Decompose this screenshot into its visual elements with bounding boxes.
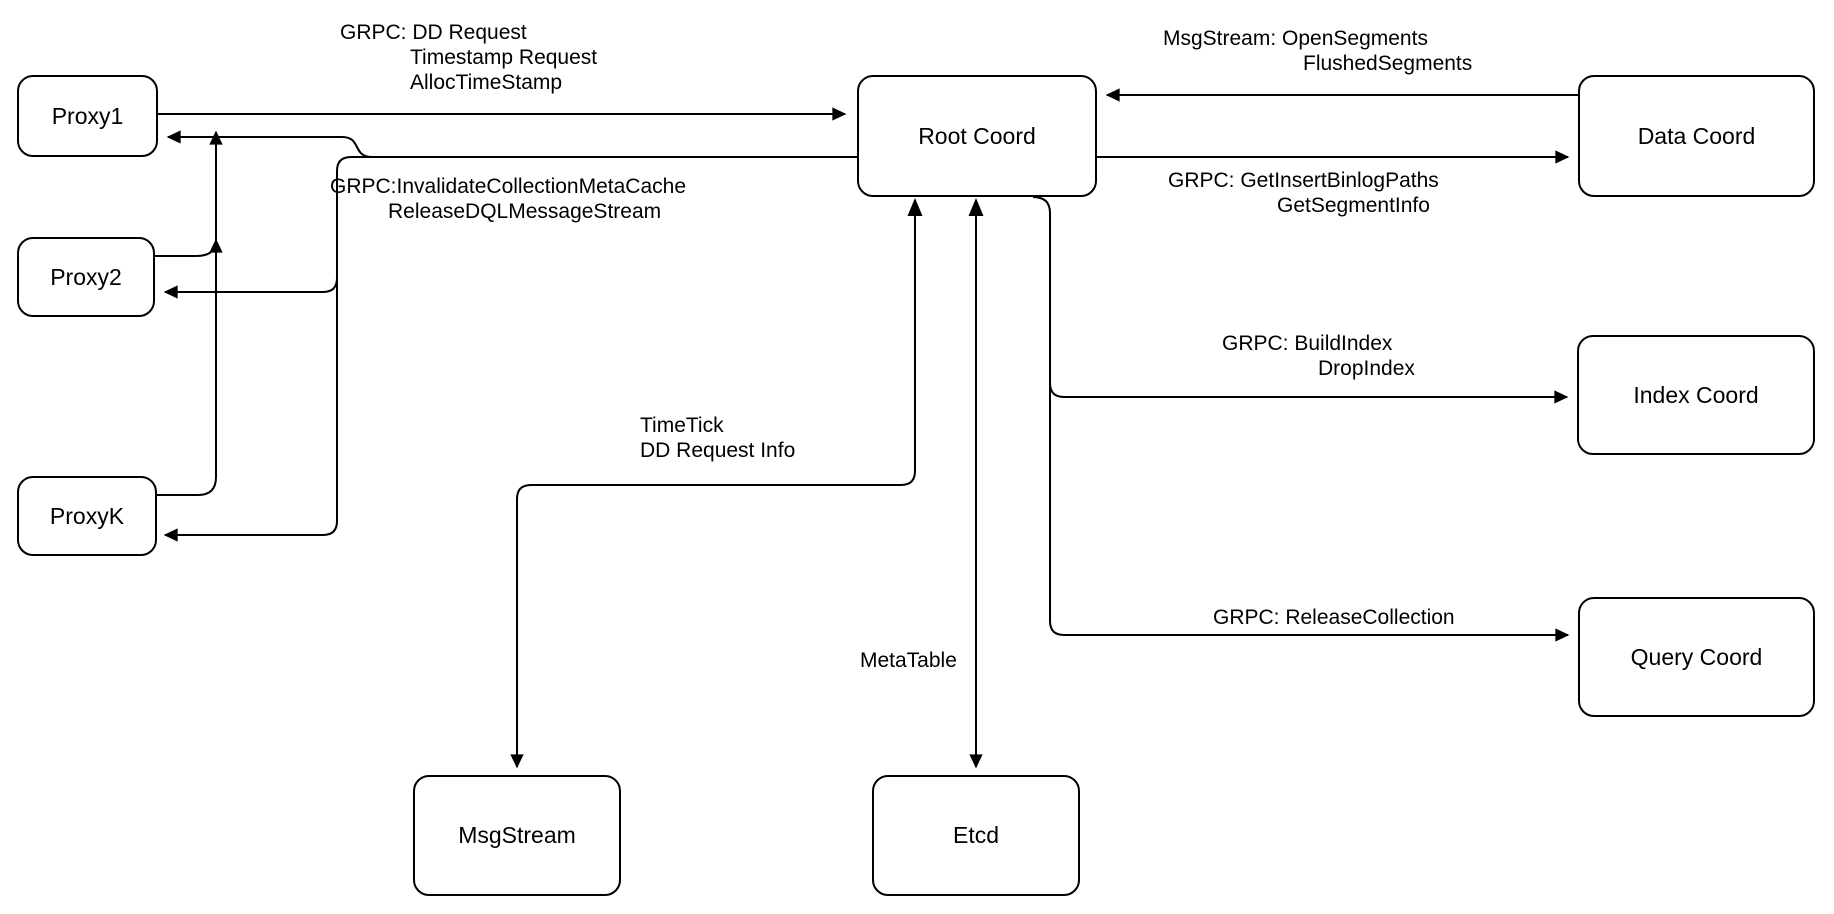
label-line: GRPC: DD Request	[340, 21, 527, 44]
node-query-coord: Query Coord	[1578, 597, 1815, 717]
label-line: MetaTable	[860, 649, 957, 672]
node-msgstream-label: MsgStream	[458, 822, 576, 848]
node-etcd-label: Etcd	[952, 822, 1000, 848]
label-line: ReleaseDQLMessageStream	[388, 200, 662, 223]
edge-rootcoord-to-proxyk	[163, 250, 338, 542]
label-rootcoord-to-querycoord: GRPC: ReleaseCollection	[1213, 605, 1455, 630]
label-rootcoord-to-indexcoord: GRPC: BuildIndex DropIndex	[1222, 331, 1415, 381]
node-query-coord-label: Query Coord	[1630, 643, 1763, 670]
label-line: TimeTick	[640, 414, 724, 437]
node-proxy1-label: Proxy1	[51, 102, 124, 129]
node-root-coord: Root Coord	[857, 75, 1097, 197]
node-data-coord-label: Data Coord	[1637, 122, 1756, 149]
node-proxyk: ProxyK	[17, 476, 157, 556]
edge-proxyk-merge-up	[157, 130, 223, 496]
node-proxy2-label: Proxy2	[50, 263, 122, 290]
edge-rootcoord-to-indexcoord	[1049, 382, 1569, 404]
label-line: GRPC: ReleaseCollection	[1213, 606, 1455, 629]
label-line: AllocTimeStamp	[410, 71, 563, 94]
arrowhead-msgstream-up-icon	[907, 198, 923, 216]
node-index-coord: Index Coord	[1577, 335, 1815, 455]
label-line: GRPC: GetInsertBinlogPaths	[1168, 169, 1439, 192]
label-line: DD Request Info	[640, 439, 796, 462]
edge-proxy2-merge-up	[155, 238, 223, 257]
arrowhead-etcd-up-icon	[968, 198, 984, 216]
edge-rootcoord-to-msgstream	[510, 200, 916, 769]
node-proxy1: Proxy1	[17, 75, 158, 157]
label-rootcoord-to-etcd: MetaTable	[860, 648, 957, 673]
node-msgstream: MsgStream	[413, 775, 621, 896]
edge-rootcoord-to-querycoord	[1032, 196, 1570, 642]
label-rootcoord-to-datacoord: GRPC: GetInsertBinlogPaths GetSegmentInf…	[1168, 168, 1439, 218]
node-data-coord: Data Coord	[1578, 75, 1815, 197]
node-root-coord-label: Root Coord	[918, 122, 1036, 149]
node-etcd: Etcd	[872, 775, 1080, 896]
label-line: FlushedSegments	[1303, 52, 1473, 75]
label-line: DropIndex	[1318, 357, 1415, 380]
label-line: GRPC: BuildIndex	[1222, 332, 1393, 355]
label-proxies-to-rootcoord: GRPC: DD Request Timestamp Request Alloc…	[340, 20, 597, 95]
node-proxyk-label: ProxyK	[49, 502, 125, 529]
label-line: GRPC:InvalidateCollectionMetaCache	[330, 175, 687, 198]
label-rootcoord-to-msgstream: TimeTick DD Request Info	[640, 413, 795, 463]
edge-rootcoord-to-proxy1	[166, 130, 857, 158]
label-rootcoord-to-proxies: GRPC:InvalidateCollectionMetaCache Relea…	[330, 174, 686, 224]
edge-rootcoord-to-proxy2	[163, 156, 856, 299]
node-proxy2: Proxy2	[17, 237, 155, 317]
label-line: GetSegmentInfo	[1277, 194, 1430, 217]
node-index-coord-label: Index Coord	[1633, 381, 1759, 408]
label-line: Timestamp Request	[410, 46, 598, 69]
label-datacoord-to-rootcoord: MsgStream: OpenSegments FlushedSegments	[1163, 26, 1472, 76]
label-line: MsgStream: OpenSegments	[1163, 27, 1428, 50]
